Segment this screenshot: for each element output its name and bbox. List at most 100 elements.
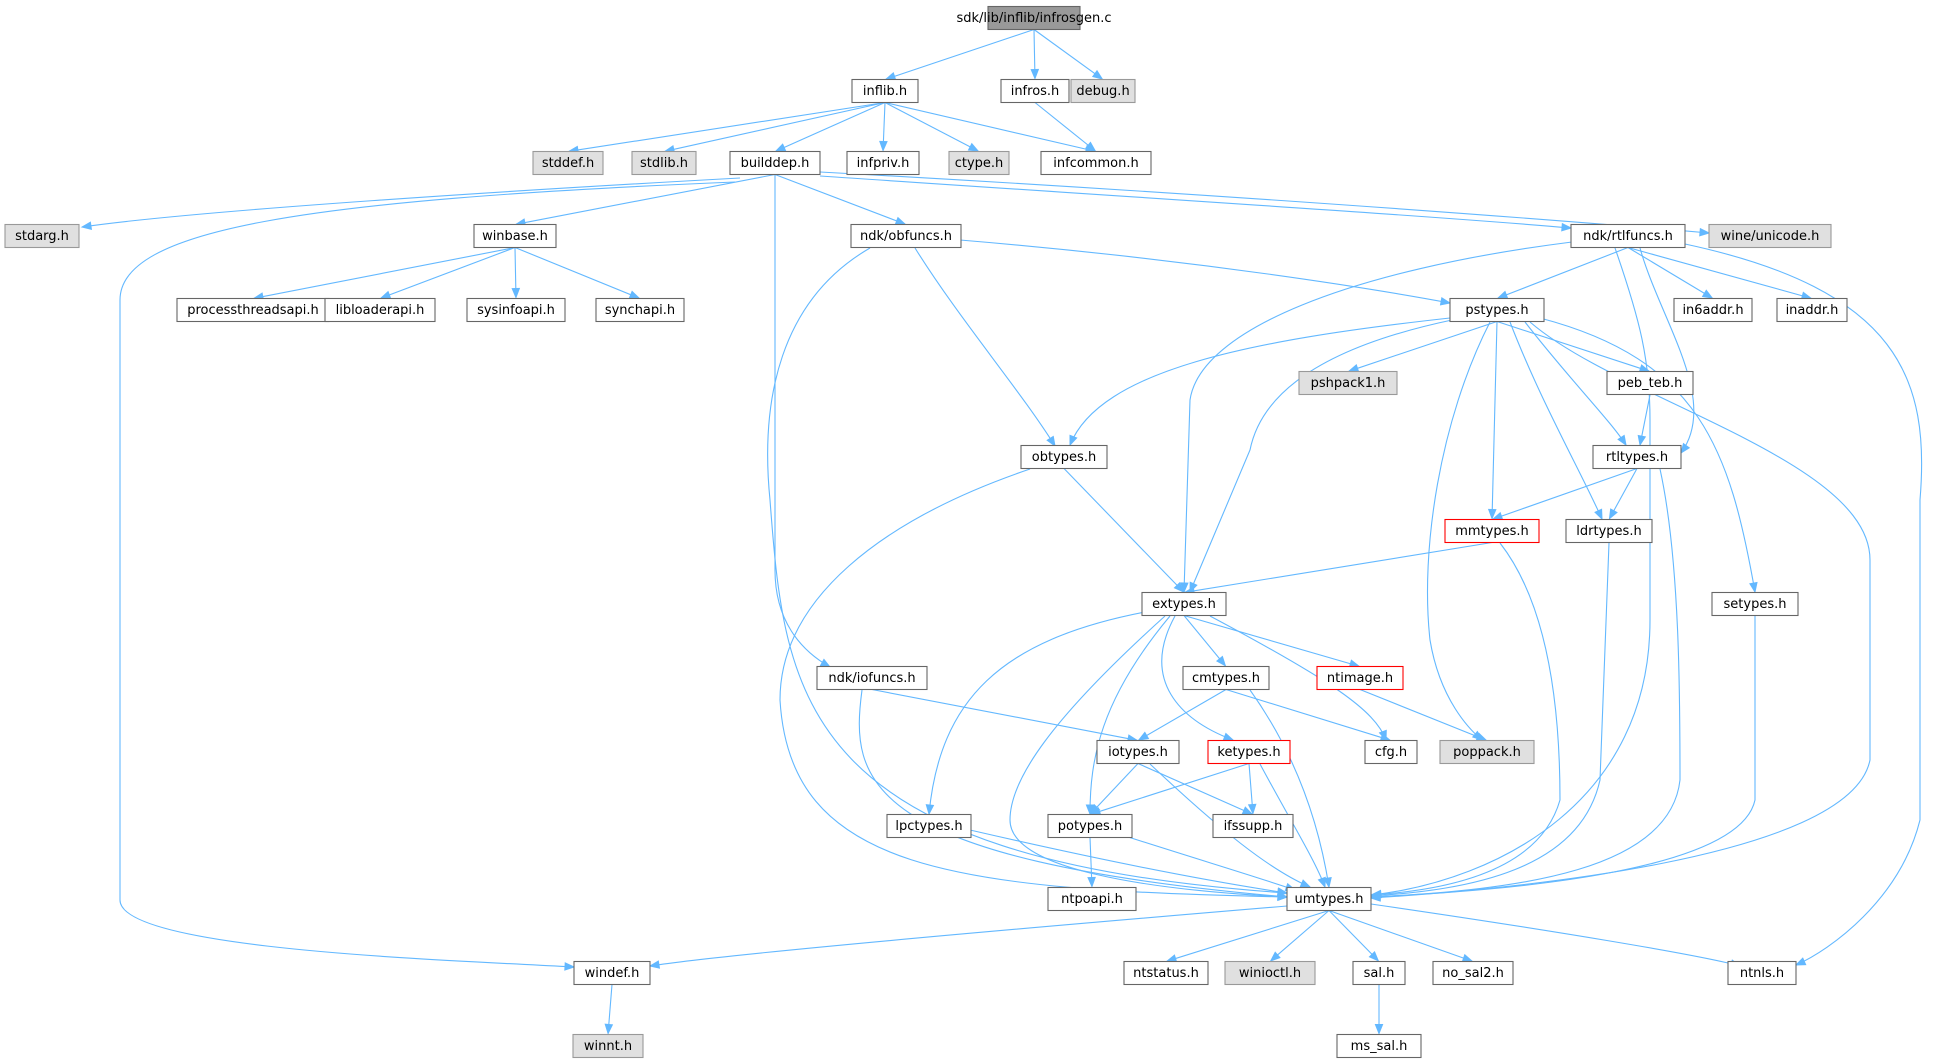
node-cfg[interactable]: cfg.h bbox=[1364, 739, 1418, 765]
node-winbase[interactable]: winbase.h bbox=[473, 223, 557, 249]
node-infpriv[interactable]: infpriv.h bbox=[846, 150, 920, 176]
edge-pstypes-to-poppack bbox=[1426, 321, 1491, 741]
node-ketypes[interactable]: ketypes.h bbox=[1207, 739, 1291, 765]
edge-ntimage-to-poppack bbox=[1359, 688, 1487, 741]
node-inaddr[interactable]: inaddr.h bbox=[1776, 297, 1848, 323]
node-lpctypes-box bbox=[886, 813, 972, 839]
node-mssal[interactable]: ms_sal.h bbox=[1336, 1033, 1422, 1059]
node-pebteb-label: peb_teb.h bbox=[1618, 376, 1683, 391]
node-poppack-box bbox=[1439, 739, 1535, 765]
node-ntstatus[interactable]: ntstatus.h bbox=[1123, 960, 1209, 986]
edge-sal-to-mssal-arrowhead bbox=[1374, 1024, 1384, 1035]
node-umtypes[interactable]: umtypes.h bbox=[1286, 886, 1372, 912]
edge-winbase-to-sysinfoapi-arrowhead bbox=[511, 287, 521, 299]
node-inflib-box bbox=[851, 78, 919, 104]
edge-pstypes-to-rtltypes bbox=[1524, 321, 1627, 446]
node-winnt-box bbox=[572, 1033, 644, 1059]
edge-umtypes-to-sal bbox=[1328, 910, 1379, 962]
edge-extypes-to-cfg bbox=[1209, 615, 1387, 741]
edge-winbase-to-synchapi bbox=[514, 246, 640, 299]
edge-pstypes-to-obtypes bbox=[1069, 317, 1451, 446]
edge-inflib-to-builddep-arrowhead bbox=[774, 143, 787, 152]
edge-mmtypes-to-umtypes bbox=[1370, 542, 1561, 896]
node-iofuncs[interactable]: ndk/iofuncs.h bbox=[816, 665, 928, 691]
node-ntpoapi[interactable]: ntpoapi.h bbox=[1047, 886, 1137, 912]
node-infros[interactable]: infros.h bbox=[1000, 78, 1070, 104]
node-infcommon[interactable]: infcommon.h bbox=[1040, 150, 1152, 176]
edge-infrosgen-to-inflib bbox=[885, 28, 1035, 80]
node-cmtypes[interactable]: cmtypes.h bbox=[1182, 665, 1270, 691]
edge-infrosgen-to-debug bbox=[1033, 29, 1103, 80]
node-iotypes[interactable]: iotypes.h bbox=[1096, 739, 1180, 765]
node-mssal-box bbox=[1336, 1033, 1422, 1059]
edge-builddep-to-wineunicode bbox=[819, 171, 1710, 234]
node-processthreadsapi[interactable]: processthreadsapi.h bbox=[176, 297, 330, 323]
node-builddep[interactable]: builddep.h bbox=[729, 150, 821, 176]
node-umtypes-box bbox=[1286, 886, 1372, 912]
node-rtltypes[interactable]: rtltypes.h bbox=[1592, 444, 1682, 470]
edge-ketypes-to-umtypes-arrowhead bbox=[1317, 876, 1326, 889]
edge-rtlfuncs-to-in6addr-arrowhead bbox=[1701, 289, 1714, 299]
node-inflib[interactable]: inflib.h bbox=[851, 78, 919, 104]
edge-rtltypes-to-mmtypes bbox=[1492, 467, 1638, 520]
edge-umtypes-to-winioctl-arrowhead bbox=[1269, 951, 1281, 962]
edge-extypes-to-ntimage bbox=[1183, 614, 1360, 667]
node-infrosgen[interactable]: sdk/lib/inflib/infrosgen.c bbox=[956, 5, 1112, 31]
node-rtltypes-box bbox=[1592, 444, 1682, 470]
node-sysinfoapi[interactable]: sysinfoapi.h bbox=[466, 297, 566, 323]
node-extypes-box bbox=[1141, 591, 1227, 617]
edge-inflib-to-infcommon bbox=[884, 101, 1096, 152]
edge-pstypes-to-umtypes bbox=[1370, 321, 1871, 899]
node-potypes[interactable]: potypes.h bbox=[1047, 813, 1133, 839]
node-ldrtypes[interactable]: ldrtypes.h bbox=[1565, 518, 1653, 544]
node-ctype-box bbox=[948, 150, 1010, 176]
node-ctype-label: ctype.h bbox=[955, 156, 1004, 171]
edge-pstypes-to-setypes-arrowhead bbox=[1749, 581, 1758, 594]
node-obfuncs[interactable]: ndk/obfuncs.h bbox=[850, 223, 962, 249]
node-ifssupp[interactable]: ifssupp.h bbox=[1212, 813, 1294, 839]
node-lpctypes[interactable]: lpctypes.h bbox=[886, 813, 972, 839]
edge-ketypes-to-ifssupp-arrowhead bbox=[1247, 803, 1257, 815]
node-rtlfuncs[interactable]: ndk/rtlfuncs.h bbox=[1570, 223, 1686, 249]
node-ntimage[interactable]: ntimage.h bbox=[1316, 665, 1404, 691]
edge-cmtypes-to-umtypes-arrowhead bbox=[1323, 876, 1332, 889]
node-pstypes-label: pstypes.h bbox=[1465, 303, 1528, 318]
node-stddef: stddef.h bbox=[532, 150, 604, 176]
node-ntnls[interactable]: ntnls.h bbox=[1727, 960, 1797, 986]
node-iofuncs-label: ndk/iofuncs.h bbox=[828, 671, 915, 686]
node-ntstatus-box bbox=[1123, 960, 1209, 986]
edge-builddep-to-obfuncs-arrowhead bbox=[894, 216, 907, 225]
node-mmtypes[interactable]: mmtypes.h bbox=[1444, 518, 1540, 544]
node-nosal2[interactable]: no_sal2.h bbox=[1432, 960, 1514, 986]
node-winbase-box bbox=[473, 223, 557, 249]
node-infrosgen-box bbox=[987, 5, 1081, 31]
node-ldrtypes-label: ldrtypes.h bbox=[1576, 524, 1641, 539]
node-pebteb[interactable]: peb_teb.h bbox=[1606, 370, 1694, 396]
node-synchapi[interactable]: synchapi.h bbox=[595, 297, 685, 323]
edge-mmtypes-to-extypes bbox=[1184, 541, 1493, 593]
node-obfuncs-box bbox=[850, 223, 962, 249]
edge-setypes-to-umtypes-arrowhead bbox=[1369, 892, 1381, 901]
edge-pstypes-to-pshpack1-arrowhead bbox=[1347, 364, 1360, 373]
edge-umtypes-to-nosal2-arrowhead bbox=[1461, 953, 1474, 963]
node-windef-label: windef.h bbox=[585, 966, 640, 981]
node-extypes[interactable]: extypes.h bbox=[1141, 591, 1227, 617]
node-windef[interactable]: windef.h bbox=[573, 960, 651, 986]
edge-obfuncs-to-pstypes-arrowhead bbox=[1439, 296, 1452, 306]
node-processthreadsapi-label: processthreadsapi.h bbox=[187, 303, 319, 318]
node-in6addr[interactable]: in6addr.h bbox=[1673, 297, 1753, 323]
node-nosal2-box bbox=[1432, 960, 1514, 986]
edge-rtlfuncs-to-rtltypes-arrowhead bbox=[1680, 442, 1691, 455]
node-obtypes[interactable]: obtypes.h bbox=[1020, 444, 1108, 470]
node-setypes[interactable]: setypes.h bbox=[1711, 591, 1799, 617]
node-libloaderapi-label: libloaderapi.h bbox=[336, 303, 425, 318]
node-stddef-box bbox=[532, 150, 604, 176]
node-sal[interactable]: sal.h bbox=[1352, 960, 1406, 986]
node-libloaderapi[interactable]: libloaderapi.h bbox=[324, 297, 436, 323]
edge-extypes-to-umtypes bbox=[1009, 615, 1288, 898]
edge-rtltypes-to-ldrtypes bbox=[1608, 468, 1638, 519]
node-layer: sdk/lib/inflib/infrosgen.c inflib.h infros… bbox=[4, 5, 1848, 1059]
node-pstypes[interactable]: pstypes.h bbox=[1449, 297, 1545, 323]
node-rtltypes-label: rtltypes.h bbox=[1606, 450, 1668, 465]
